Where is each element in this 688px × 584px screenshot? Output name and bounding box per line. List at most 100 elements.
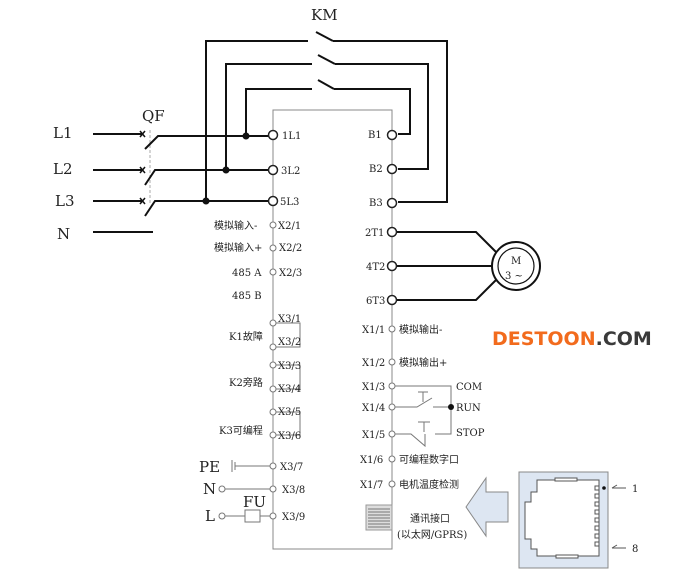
terminal-x1-3 <box>388 382 396 390</box>
terminal-b1 <box>386 129 398 141</box>
terminal-6t3-label: 6T3 <box>366 296 385 307</box>
supply-l2-label: L2 <box>53 160 73 178</box>
terminal-x2-2-label: X2/2 <box>279 243 302 254</box>
motor-label-phase: 3 ~ <box>505 271 523 282</box>
terminal-b3 <box>386 197 398 209</box>
terminal-x1-1 <box>388 325 396 333</box>
terminal-x3-1-label: X3/1 <box>278 314 301 325</box>
watermark-part1: DESTOON <box>492 328 596 350</box>
motor-temp-label: 电机温度检测 <box>399 478 459 491</box>
terminal-x3-6 <box>269 431 277 439</box>
terminal-x1-2-label: X1/2 <box>362 358 385 369</box>
terminal-5l3 <box>267 195 279 207</box>
ground-icon <box>231 460 273 472</box>
comm-port-icon <box>365 504 393 531</box>
terminal-2t1 <box>386 226 398 238</box>
terminal-b2 <box>386 163 398 175</box>
run-stop-buttons <box>395 385 452 448</box>
terminal-b3-label: B3 <box>369 198 383 209</box>
terminal-x2-1-label: X2/1 <box>278 221 301 232</box>
rj45-port-icon <box>518 471 626 569</box>
relay-contacts <box>276 322 301 436</box>
terminal-4t2-label: 4T2 <box>366 262 385 273</box>
terminal-x3-7 <box>269 462 277 470</box>
n-input-terminal <box>218 485 226 493</box>
terminal-x1-2 <box>388 358 396 366</box>
prog-digital-label: 可编程数字口 <box>399 453 459 466</box>
terminal-x3-8 <box>269 485 277 493</box>
motor-label-m: M <box>511 256 521 267</box>
comm-label: 通讯接口 <box>410 512 450 525</box>
terminal-x3-8-label: X3/8 <box>282 485 305 496</box>
terminal-x1-7 <box>388 480 396 488</box>
qf-label: QF <box>142 107 165 125</box>
junction-dot <box>202 197 210 205</box>
stop-label: STOP <box>456 428 485 439</box>
terminal-x1-4-label: X1/4 <box>362 403 385 414</box>
terminal-x3-2-label: X3/2 <box>278 337 301 348</box>
ain-minus-label: 模拟输入- <box>214 219 257 232</box>
terminal-b2-label: B2 <box>369 164 383 175</box>
terminal-5l3-label: 5L3 <box>280 197 299 208</box>
motor-wiring <box>397 231 497 301</box>
terminal-x1-5-label: X1/5 <box>362 430 385 441</box>
terminal-x1-6-label: X1/6 <box>360 455 383 466</box>
qf-breaker <box>93 130 273 233</box>
k3-label: K3可编程 <box>219 424 263 437</box>
terminal-x3-5 <box>269 408 277 416</box>
terminal-x2-3 <box>269 268 277 276</box>
fu-label: FU <box>243 493 266 511</box>
arrow-left-icon <box>465 476 509 538</box>
n-label: N <box>203 480 216 498</box>
terminal-x2-1 <box>269 221 277 229</box>
terminal-x3-7-label: X3/7 <box>280 462 303 473</box>
terminal-x1-6 <box>388 455 396 463</box>
fuse-icon <box>244 509 261 523</box>
k2-label: K2旁路 <box>229 376 263 389</box>
rs485b-label: 485 B <box>232 291 262 302</box>
terminal-x3-2 <box>269 343 277 351</box>
supply-l3-label: L3 <box>55 192 75 210</box>
watermark-part2: .COM <box>596 328 652 350</box>
terminal-x3-5-label: X3/5 <box>278 407 301 418</box>
pe-label: PE <box>199 458 220 476</box>
terminal-x3-9-label: X3/9 <box>282 512 305 523</box>
terminal-1l1-label: 1L1 <box>282 131 301 142</box>
run-junction-dot <box>448 404 454 410</box>
com-label: COM <box>456 382 482 393</box>
l-label: L <box>205 507 215 525</box>
terminal-x1-3-label: X1/3 <box>362 382 385 393</box>
rj45-pin-8-label: 8 <box>632 544 638 555</box>
terminal-3l2 <box>267 164 279 176</box>
l-input-terminal <box>218 512 226 520</box>
terminal-x3-9 <box>269 512 277 520</box>
terminal-1l1 <box>267 129 279 141</box>
motor-icon: M 3 ~ <box>491 241 541 291</box>
supply-n-label: N <box>57 225 70 243</box>
terminal-b1-label: B1 <box>368 130 382 141</box>
km-label: KM <box>311 6 338 24</box>
aout-plus-label: 模拟输出+ <box>399 356 447 369</box>
supply-l1-label: L1 <box>53 124 73 142</box>
terminal-x3-6-label: X3/6 <box>278 431 301 442</box>
aout-minus-label: 模拟输出- <box>399 323 442 336</box>
k1-label: K1故障 <box>229 330 263 343</box>
terminal-x3-4-label: X3/4 <box>278 384 301 395</box>
terminal-4t2 <box>386 260 398 272</box>
rs485a-label: 485 A <box>232 268 262 279</box>
rj45-pin-1-label: 1 <box>632 484 638 495</box>
terminal-x1-5 <box>388 430 396 438</box>
junction-dot <box>222 166 230 174</box>
comm-sublabel: (以太网/GPRS) <box>397 528 467 541</box>
watermark: DESTOON.COM <box>492 328 652 350</box>
ain-plus-label: 模拟输入+ <box>214 241 262 254</box>
terminal-x3-1 <box>269 319 277 327</box>
terminal-x3-4 <box>269 385 277 393</box>
terminal-x2-3-label: X2/3 <box>279 268 302 279</box>
terminal-6t3 <box>386 294 398 306</box>
terminal-x3-3 <box>269 361 277 369</box>
km-contactor <box>205 31 448 203</box>
terminal-x1-4 <box>388 403 396 411</box>
run-label: RUN <box>456 403 481 414</box>
